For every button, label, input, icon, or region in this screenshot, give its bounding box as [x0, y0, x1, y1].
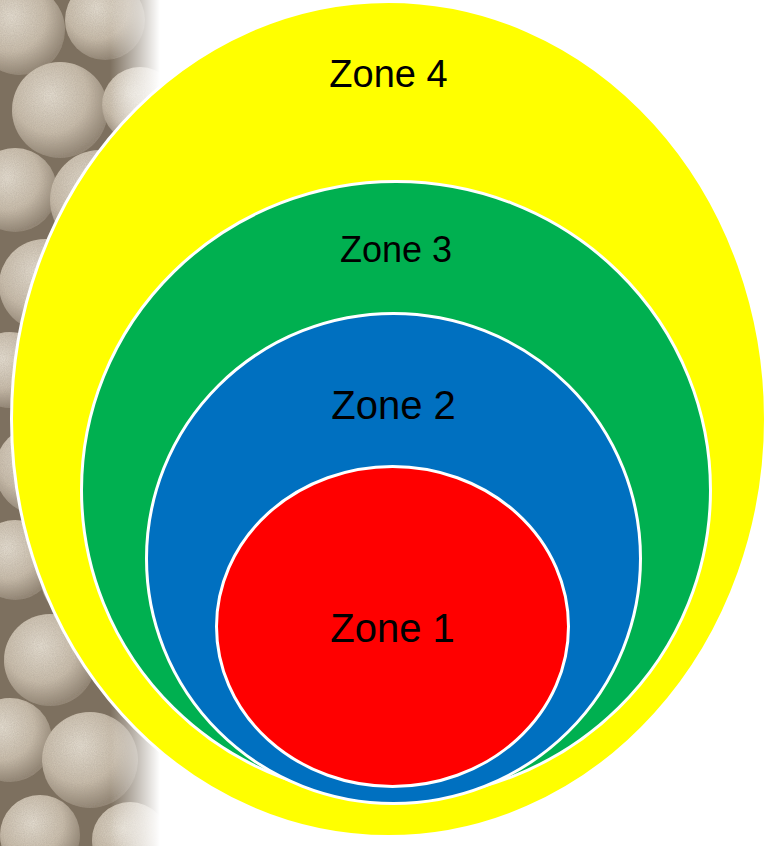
zone-ellipse: Zone 3 Zone 2 Zone 1 — [80, 180, 712, 800]
zone-ellipse: Zone 2 Zone 1 — [145, 312, 642, 805]
zone-label: Zone 4 — [10, 53, 767, 97]
zone-ellipse: Zone 4 Zone 3 Zone 2 Zone 1 — [10, 0, 767, 838]
zone-label: Zone 1 — [215, 605, 570, 651]
zone-label: Zone 2 — [145, 382, 642, 428]
zone-fill — [12, 2, 766, 837]
zone-ellipse: Zone 1 — [215, 465, 570, 788]
zone-label: Zone 3 — [80, 229, 712, 270]
